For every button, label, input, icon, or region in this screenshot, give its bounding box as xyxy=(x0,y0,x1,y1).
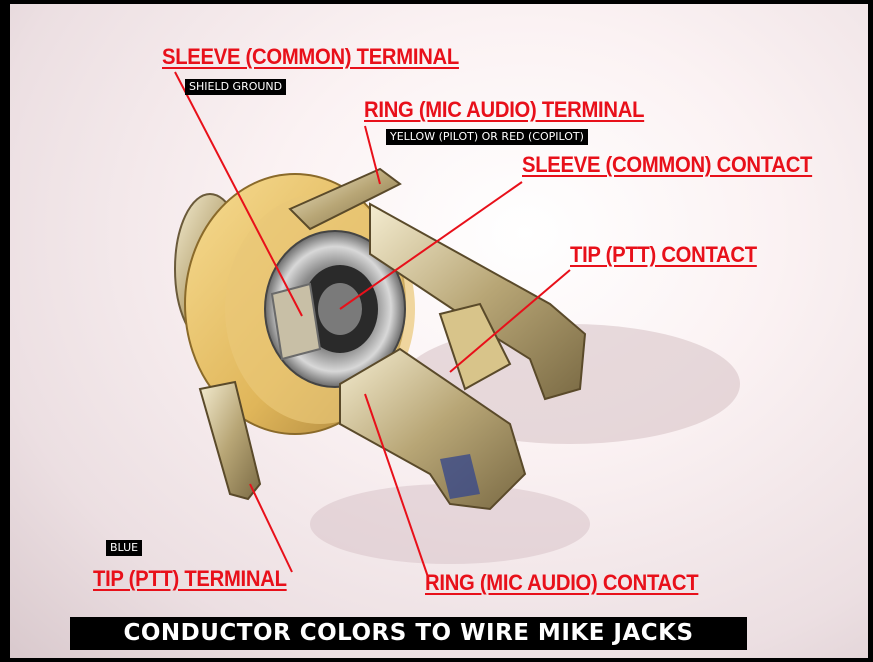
sleeve-contact-label: SLEEVE (COMMON) CONTACT xyxy=(522,152,812,178)
sleeve-terminal-label: SLEEVE (COMMON) TERMINAL xyxy=(162,44,459,70)
ring-contact-label: RING (MIC AUDIO) CONTACT xyxy=(425,570,698,596)
tip-contact-label: TIP (PTT) CONTACT xyxy=(570,242,757,268)
ring-terminal-label: RING (MIC AUDIO) TERMINAL xyxy=(364,97,644,123)
caption-banner: CONDUCTOR COLORS TO WIRE MIKE JACKS xyxy=(70,617,747,650)
tip-terminal-label: TIP (PTT) TERMINAL xyxy=(93,566,287,592)
ring-colors-tag: YELLOW (PILOT) OR RED (COPILOT) xyxy=(386,129,588,145)
shield-ground-tag: SHIELD GROUND xyxy=(185,79,286,95)
blue-tag: BLUE xyxy=(106,540,142,556)
